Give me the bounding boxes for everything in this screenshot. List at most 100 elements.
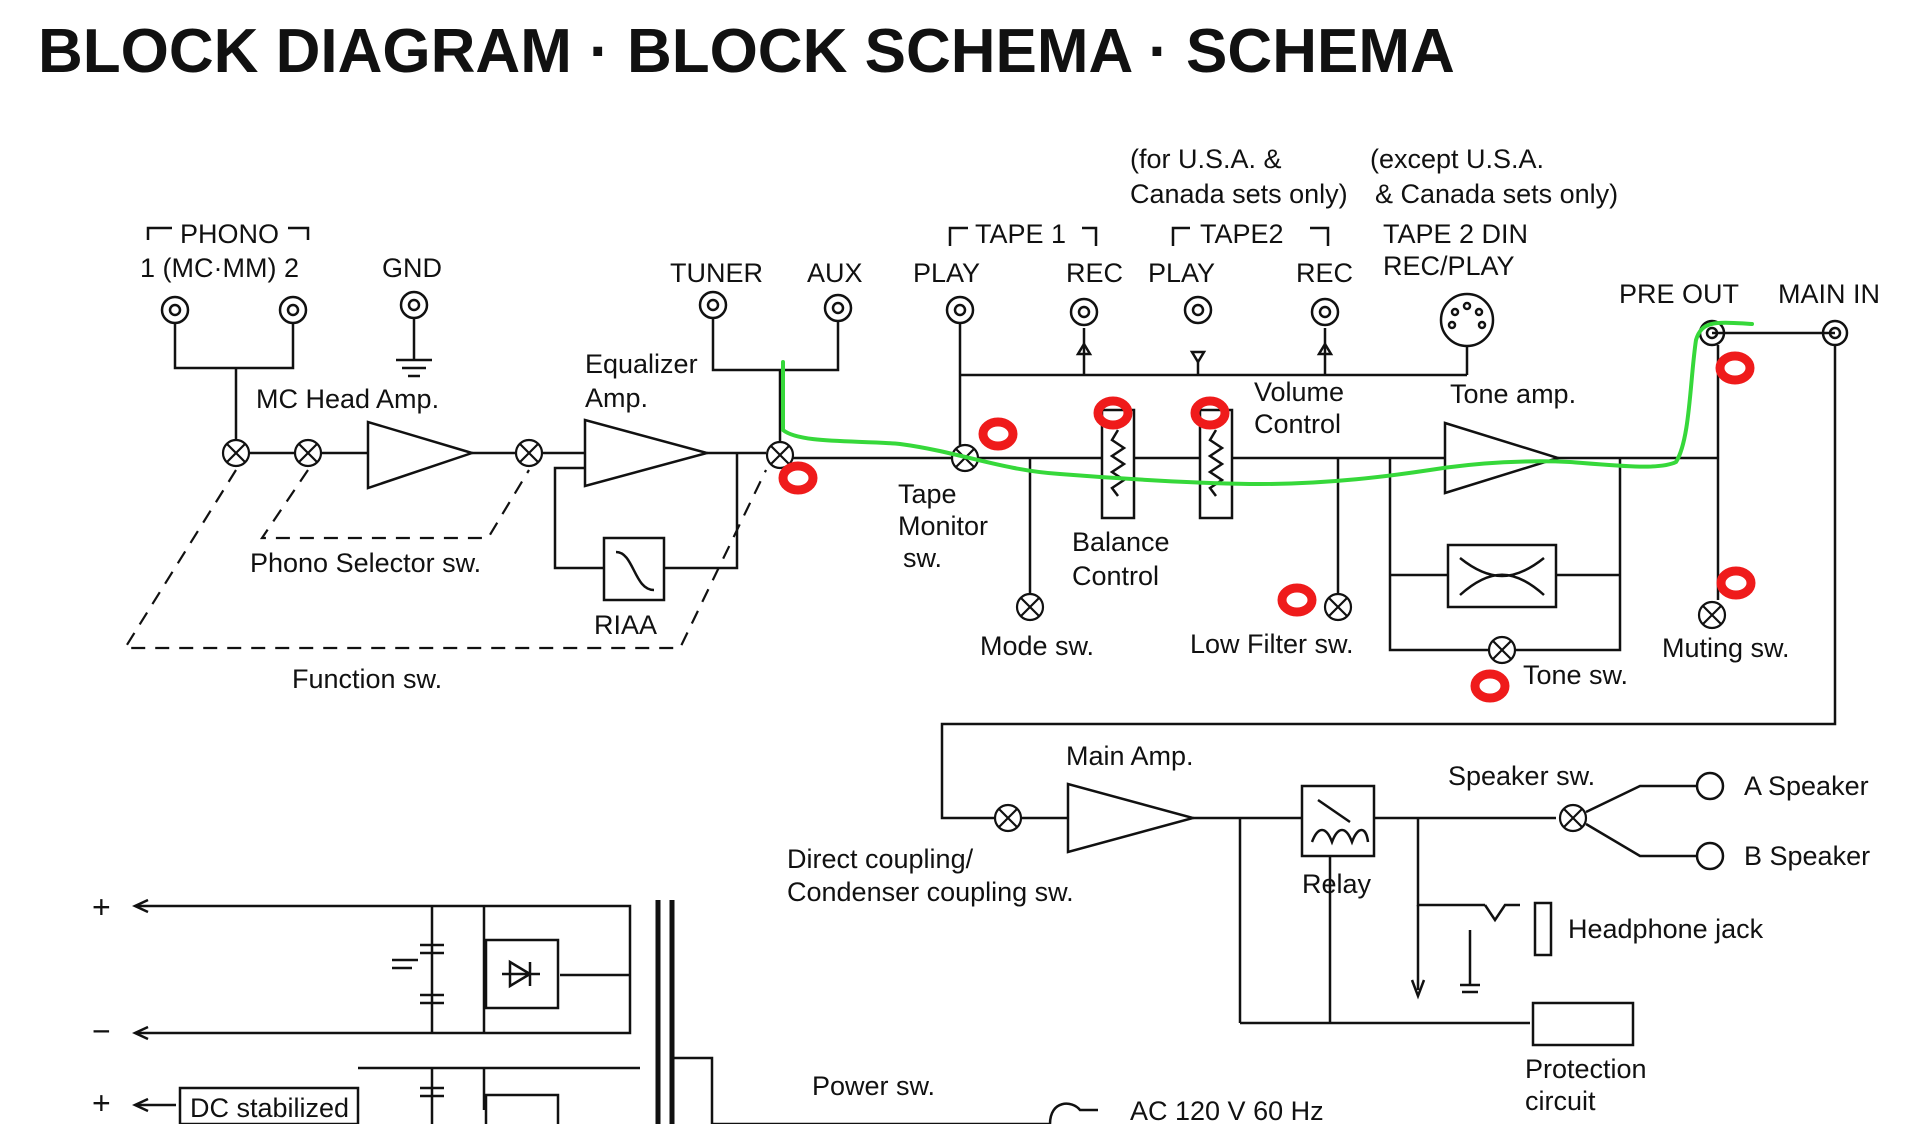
- headphone-jack-block: [1533, 901, 1553, 957]
- equalizer-label-2: Amp.: [585, 383, 648, 413]
- tape2-rec-jack: [1310, 297, 1340, 327]
- dc-stabilized-block: [178, 1086, 360, 1124]
- low-filter-switch: [1323, 592, 1353, 622]
- muting-sw-label: Muting sw.: [1662, 633, 1790, 663]
- power-sw-label: Power sw.: [812, 1071, 935, 1101]
- tape1-group: TAPE 1 PLAY REC: [913, 219, 1123, 288]
- tone-amp-label: Tone amp.: [1450, 379, 1576, 409]
- ac-label: AC 120 V 60 Hz: [1130, 1096, 1324, 1124]
- primary-wiring: [672, 1056, 1050, 1124]
- phono-2-jack: [278, 295, 308, 325]
- riaa-curve: [615, 550, 655, 592]
- transformer-core: [655, 900, 675, 1124]
- supply-arrows: [132, 898, 149, 1113]
- red-mark-pre-out: [1715, 351, 1755, 385]
- din-socket: [1439, 292, 1495, 348]
- tape2-rec-label: REC: [1296, 258, 1353, 288]
- mode-sw-label: Mode sw.: [980, 631, 1094, 661]
- red-mark-volume: [1190, 396, 1230, 430]
- aux-label: AUX: [807, 258, 863, 288]
- phono-switch-a: [221, 438, 251, 468]
- phono-label: PHONO: [180, 219, 279, 249]
- relay-coil: [1310, 798, 1370, 846]
- tape2-group: TAPE2 PLAY REC: [1148, 219, 1353, 288]
- volume-label-2: Control: [1254, 409, 1341, 439]
- red-mark-function: [778, 461, 818, 495]
- red-mark-tape-monitor: [978, 417, 1018, 451]
- riaa-label: RIAA: [594, 610, 657, 640]
- main-amp-block: [1066, 782, 1198, 854]
- relay-label: Relay: [1302, 869, 1372, 899]
- tuner-aux-bus: [711, 318, 840, 453]
- tape1-label: TAPE 1: [975, 219, 1066, 249]
- equalizer-label-1: Equalizer: [585, 349, 698, 379]
- main-amp-label: Main Amp.: [1066, 741, 1194, 771]
- gnd-label: GND: [382, 253, 442, 283]
- protection-label-2: circuit: [1525, 1086, 1596, 1116]
- phono-1-jack: [160, 295, 190, 325]
- main-in-label: MAIN IN: [1778, 279, 1880, 309]
- tone-switch: [1487, 635, 1517, 665]
- red-mark-balance: [1093, 396, 1133, 430]
- phono-selector-label: Phono Selector sw.: [250, 548, 481, 578]
- balance-resistor: [1109, 429, 1127, 497]
- green-signal-trace: [781, 320, 1754, 486]
- din-label-line2: REC/PLAY: [1383, 251, 1515, 281]
- tape2-label: TAPE2: [1200, 219, 1284, 249]
- muting-switch: [1697, 600, 1727, 630]
- speaker-switch: [1558, 803, 1588, 833]
- tuner-label: TUNER: [670, 258, 763, 288]
- tape1-rec-jack: [1069, 297, 1099, 327]
- eq-input-switch: [514, 438, 544, 468]
- speaker-a-terminal: [1695, 771, 1725, 801]
- mc-head-amp-block: [366, 420, 477, 490]
- gnd-terminal: [399, 290, 429, 320]
- note-usa-line1: (for U.S.A. &: [1130, 144, 1282, 174]
- tape1-play-label: PLAY: [913, 258, 980, 288]
- tone-amp-block: [1443, 421, 1563, 495]
- tape-monitor-label-2: Monitor: [898, 511, 988, 541]
- tone-network-wiring: [1388, 456, 1700, 652]
- speaker-b-label: B Speaker: [1744, 841, 1870, 871]
- tape2-play-jack: [1183, 295, 1213, 325]
- tape-monitor-label-3: sw.: [903, 543, 942, 573]
- minus-terminal: −: [92, 1013, 111, 1049]
- tone-sw-label: Tone sw.: [1523, 660, 1628, 690]
- red-mark-tone: [1470, 669, 1510, 703]
- volume-label-1: Volume: [1254, 377, 1344, 407]
- protection-block: [1531, 1001, 1635, 1047]
- red-mark-low-filter: [1277, 583, 1317, 617]
- phono-wiring: [173, 323, 295, 450]
- note-usa-line2: Canada sets only): [1130, 179, 1348, 209]
- output-wiring: [940, 345, 1837, 820]
- tuner-jack: [698, 290, 728, 320]
- note-except-line1: (except U.S.A.: [1370, 144, 1544, 174]
- tone-curve: [1459, 557, 1545, 596]
- balance-label-1: Balance: [1072, 527, 1170, 557]
- main-output-wiring: [1193, 816, 1556, 1025]
- tape1-rec-label: REC: [1066, 258, 1123, 288]
- low-filter-label: Low Filter sw.: [1190, 629, 1354, 659]
- ground-symbol: [396, 318, 432, 378]
- rectifier-block-2: [484, 1093, 560, 1124]
- tape2-play-label: PLAY: [1148, 258, 1215, 288]
- note-except-line2: & Canada sets only): [1375, 179, 1618, 209]
- red-mark-muting: [1716, 566, 1756, 600]
- headphone-label: Headphone jack: [1568, 914, 1764, 944]
- function-switch-linkage: [123, 469, 767, 650]
- coupling-label-2: Condenser coupling sw.: [787, 877, 1074, 907]
- function-switch: [765, 440, 795, 470]
- phono-input-group: PHONO 1 (MC·MM) 2: [140, 219, 310, 283]
- coupling-switch: [993, 803, 1023, 833]
- tape-bus: [958, 323, 1469, 445]
- protection-label-1: Protection: [1525, 1054, 1647, 1084]
- diagram-title: BLOCK DIAGRAM · BLOCK SCHEMA · SCHEMA: [38, 17, 1455, 86]
- phono-switch-b: [293, 438, 323, 468]
- tone-control-block: [1446, 543, 1558, 609]
- speaker-b-terminal: [1695, 841, 1725, 871]
- tape-arrows: [1075, 341, 1334, 365]
- phono-sub-label: 1 (MC·MM) 2: [140, 253, 299, 283]
- plus-terminal-2: +: [92, 1085, 111, 1121]
- ac-plug: [1048, 1102, 1098, 1124]
